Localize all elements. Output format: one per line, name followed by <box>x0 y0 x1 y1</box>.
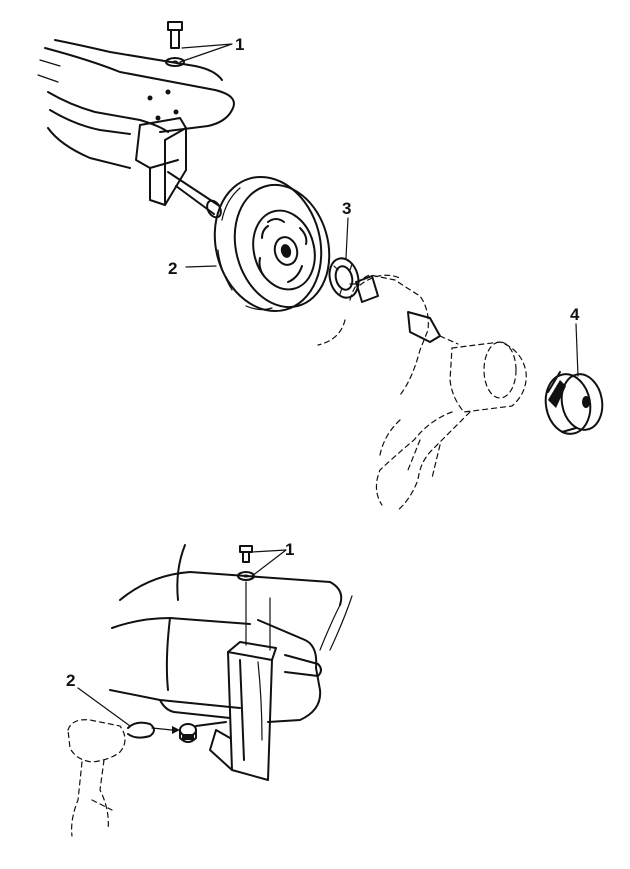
hand-bottom <box>68 720 125 836</box>
callout-1-bottom: 1 <box>285 540 294 559</box>
callout-4-top: 4 <box>570 305 580 324</box>
axle-and-clip <box>128 722 226 742</box>
bolt-and-washer-bottom <box>238 546 270 650</box>
callout-3-top: 3 <box>342 199 351 218</box>
top-diagram: 1 2 3 4 <box>38 22 607 510</box>
wheel <box>200 165 342 323</box>
hand-and-cap <box>318 275 458 395</box>
callout-1-top: 1 <box>235 35 244 54</box>
wheel-bracket <box>210 642 276 780</box>
callout-2-top: 2 <box>168 259 177 278</box>
bolt-and-washer <box>166 22 184 66</box>
hub-cap <box>541 371 606 438</box>
mower-deck-bottom <box>110 545 352 722</box>
axle-bracket <box>136 118 224 220</box>
mower-deck <box>38 40 234 168</box>
hammer <box>376 342 526 510</box>
bottom-diagram: 1 2 <box>66 540 352 836</box>
callout-2-bottom: 2 <box>66 671 75 690</box>
bearing <box>325 255 362 301</box>
